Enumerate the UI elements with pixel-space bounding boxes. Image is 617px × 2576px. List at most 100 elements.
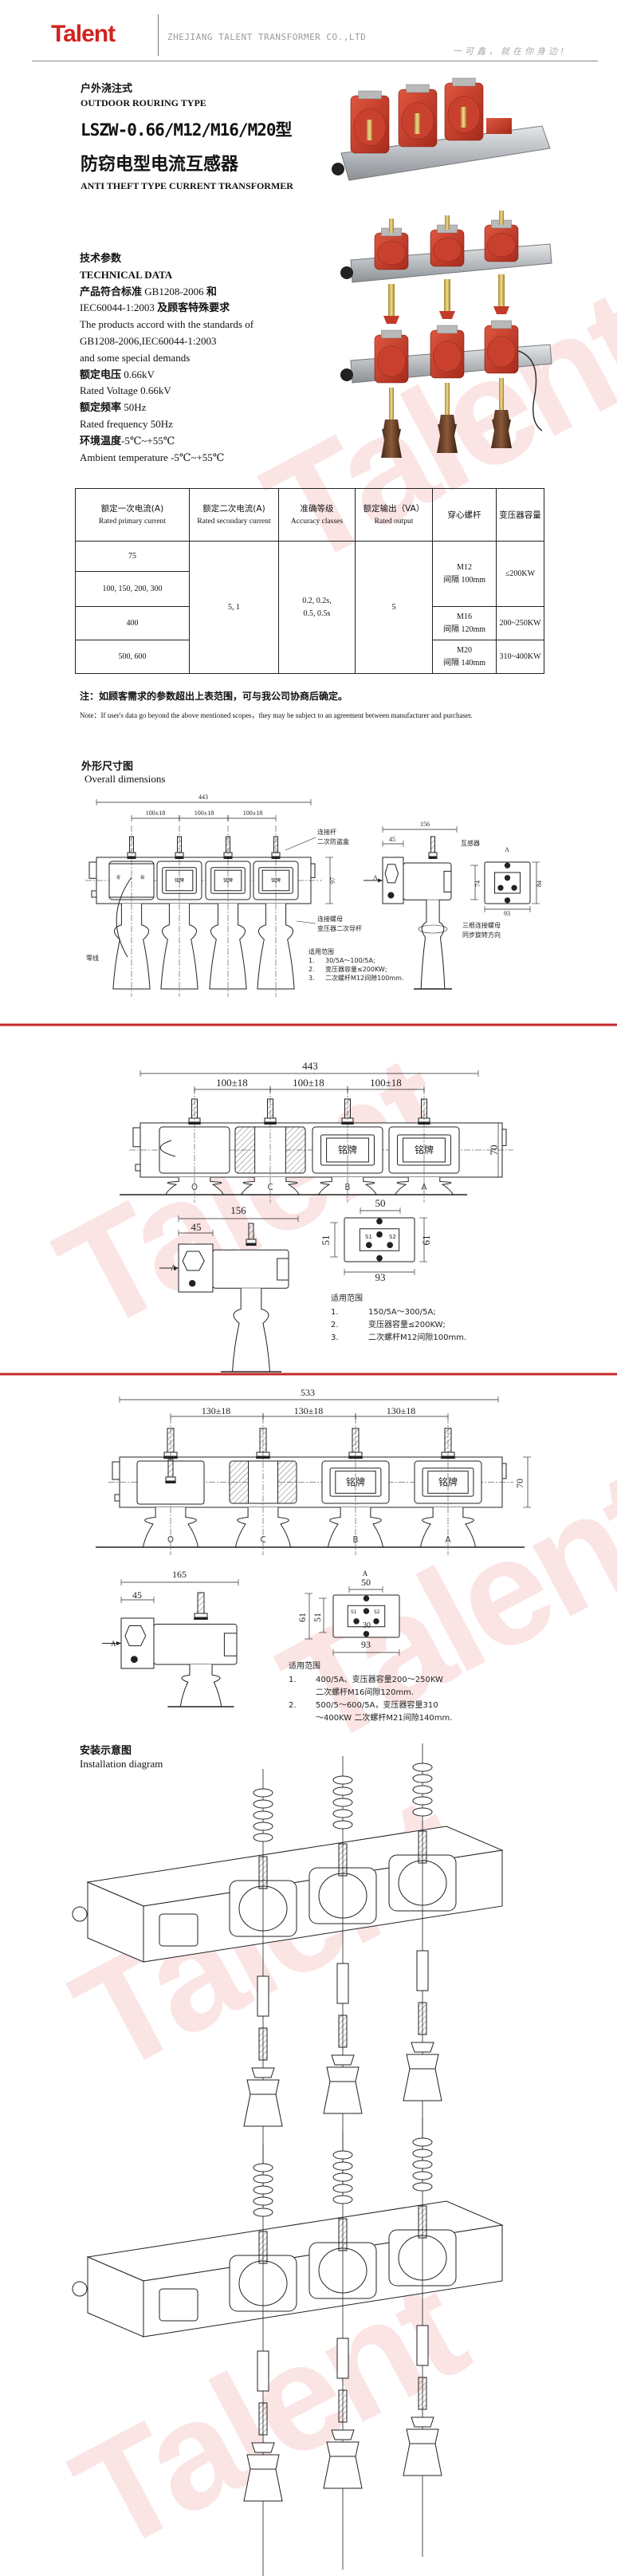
tech-line: 产品符合标准 GB1208-2006 和: [80, 284, 253, 301]
bolt: [167, 1459, 174, 1479]
nameplate: [358, 90, 382, 100]
nut-washer: [412, 2182, 433, 2192]
dim-side: 165: [172, 1569, 187, 1580]
brass-bolt: [499, 211, 504, 225]
brass-bolt: [388, 284, 395, 316]
phase-label: B: [353, 1536, 359, 1545]
scope-text: 500/5～600/5A，变压器容量310: [316, 1700, 438, 1710]
dim-fv-mid: 30: [363, 1621, 371, 1630]
hex-gland: [124, 1625, 147, 1647]
tech-line: IEC60044-1:2003 及顾客特殊要求: [80, 300, 253, 317]
nut-washer: [253, 1833, 273, 1842]
brand-logo: Talent: [51, 21, 116, 47]
note-en: Note：If user's data go beyond the above …: [80, 711, 473, 719]
cell-primary: 500, 600: [75, 640, 190, 674]
terminal-screw: [353, 1618, 360, 1625]
dim-side: 156: [230, 1204, 246, 1216]
terminal-screw: [511, 884, 517, 891]
callout-label: 变压器二次导杆: [317, 924, 362, 932]
scope-text: 30/5A～100/5A;: [325, 957, 375, 964]
product-name-cn: 防窃电型电流互感器: [81, 154, 239, 174]
terminal-s1: S1: [351, 1609, 357, 1615]
nut-washer: [412, 1807, 433, 1817]
washer: [348, 1456, 363, 1459]
dim-fv-h2: 61: [420, 1235, 432, 1246]
neutral-box: [108, 863, 155, 898]
bolt: [258, 1856, 268, 1889]
cell-accuracy: 0.2, 0.2s,0.5, 0.5s: [278, 541, 356, 674]
dim-fv-w-top: 50: [361, 1577, 371, 1588]
ct-side-cap: [277, 1258, 289, 1281]
insulator: [323, 2429, 363, 2489]
terminal-screw: [504, 875, 511, 881]
connecting-nut: [336, 1963, 349, 2004]
tech-line-part: 环境温度: [80, 434, 122, 447]
tech-line-part: 产品符合标准: [80, 285, 143, 297]
nut: [428, 852, 438, 857]
callout-label: 连接螺母: [317, 915, 343, 923]
secondary-rod: [338, 2389, 348, 2423]
washer: [127, 857, 136, 859]
nut: [194, 1613, 208, 1618]
nut-washer: [253, 1810, 273, 1820]
brass-bolt: [499, 378, 504, 410]
dim-fv-h2: 84: [536, 880, 543, 887]
cable-gland: [340, 266, 353, 279]
dim-fv-h2: 61: [297, 1613, 308, 1622]
terminal-screw: [376, 1231, 383, 1238]
scope-title: 适用范围: [308, 947, 334, 955]
terminal: [114, 1494, 120, 1502]
scope-num: 1.: [289, 1676, 297, 1684]
dims-heading-cn: 外形尺寸图: [81, 760, 134, 772]
connecting-nut: [336, 2338, 349, 2379]
secondary-box: [486, 118, 512, 134]
arrow-head: [174, 1266, 179, 1270]
ct-side-cap: [223, 1633, 238, 1656]
nut-washer: [332, 2195, 353, 2204]
dim-fv-h1: 51: [312, 1613, 323, 1622]
dim-pitch: 100±18: [216, 1077, 248, 1089]
ct-face: [433, 341, 462, 372]
phase-label: C: [260, 1536, 265, 1545]
scope-title: 适用范围: [289, 1660, 320, 1671]
porcelain-insulator: [381, 419, 402, 458]
nut-washer: [253, 2174, 273, 2184]
ct-face: [377, 241, 406, 266]
terminal-screw: [363, 1595, 370, 1601]
dim-height: 70: [488, 1145, 500, 1156]
nameplate: [437, 325, 458, 334]
terminal-screw: [504, 862, 511, 869]
tech-line-part: 50Hz: [121, 401, 147, 414]
bolt: [197, 1592, 205, 1616]
nut-washer: [332, 2161, 353, 2171]
terminal-s2: S2: [374, 1609, 380, 1615]
nut-washer: [412, 1774, 433, 1783]
nameplate-label: 铭牌: [175, 877, 184, 884]
installation-drawings: [72, 1743, 504, 2576]
scope-text: 变压器容量≤200KW;: [325, 965, 387, 973]
model-title: LSZW-0.66/M12/M16/M20型: [81, 120, 293, 140]
brass-bolt: [445, 215, 450, 230]
scope-text: 二次螺杆M16间隙120mm.: [316, 1687, 414, 1697]
nut: [165, 1476, 176, 1482]
dim-fv-h1: 51: [320, 1235, 332, 1246]
washer: [165, 1481, 176, 1483]
callout-label: 三根连接螺母: [462, 921, 501, 929]
col-capacity: 变压器容量: [496, 488, 544, 542]
brass-bolt: [367, 120, 372, 140]
washer: [163, 1456, 178, 1459]
scope-text: 二次螺杆M12间隙100mm.: [325, 974, 403, 982]
callout-label: 互感器: [461, 839, 480, 847]
nut-washer: [412, 2149, 433, 2158]
technical-data: 技术参数 TECHNICAL DATA 产品符合标准 GB1208-2006 和…: [80, 250, 253, 466]
cable-gland: [72, 2281, 88, 2297]
secondary-box: [159, 2288, 198, 2322]
install-heading-cn: 安装示意图: [80, 1744, 132, 1756]
callout-label: 零线: [86, 954, 99, 962]
tech-line: GB1208-2006,IEC60044-1:2003: [80, 333, 253, 350]
callout-label: 连接杆: [317, 828, 336, 836]
bolt: [338, 1843, 348, 1877]
terminal-screw: [376, 1255, 383, 1262]
